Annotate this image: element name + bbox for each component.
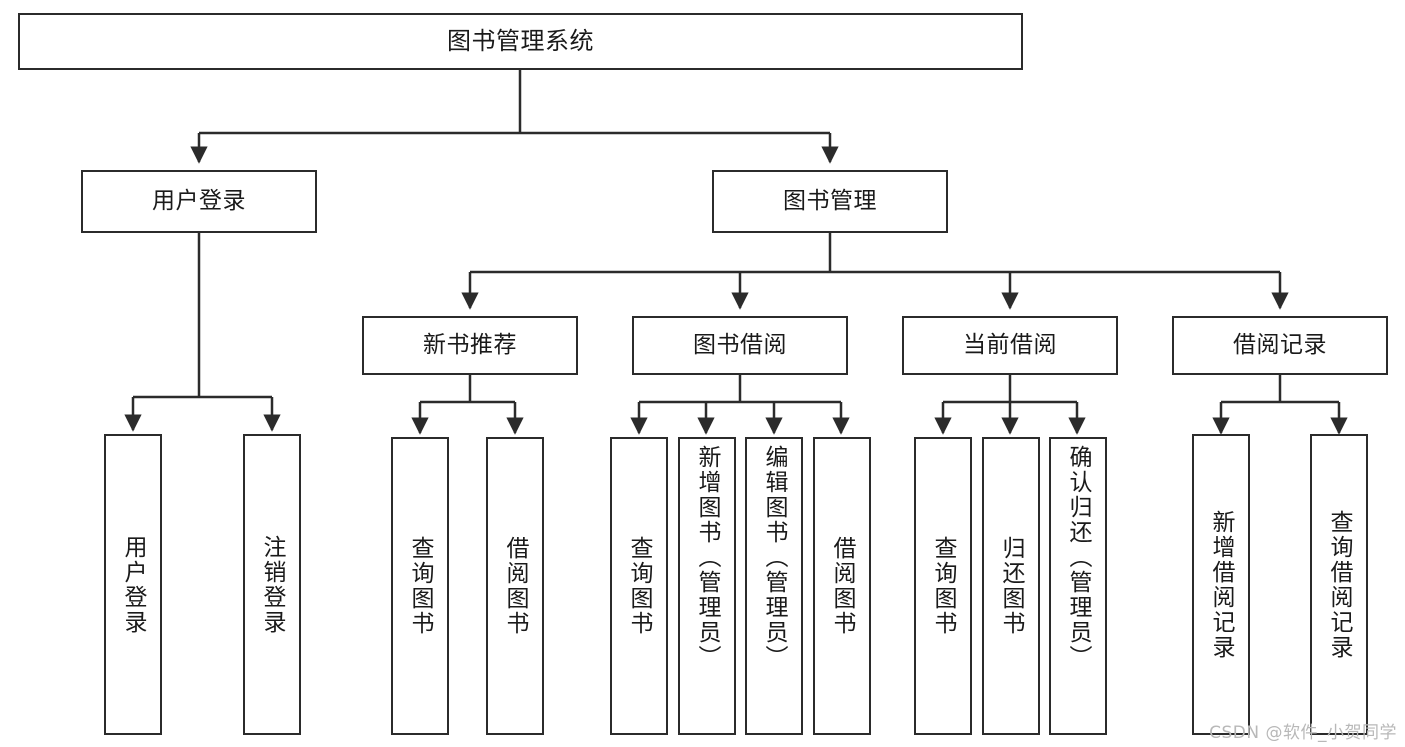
node-book-borrow[interactable]: 图书借阅: [632, 316, 848, 375]
node-label: 图书管理系统: [447, 27, 594, 56]
node-borrow-record[interactable]: 借阅记录: [1172, 316, 1388, 375]
node-label: 图书管理: [783, 187, 877, 214]
node-label: 当前借阅: [963, 331, 1057, 358]
node-label: 查询图书: [407, 536, 434, 636]
node-label: 图书借阅: [693, 331, 787, 358]
node-leaf-add-record[interactable]: 新增借阅记录: [1192, 434, 1250, 735]
node-leaf-user-login[interactable]: 用户登录: [104, 434, 162, 735]
node-label: 查询图书: [930, 536, 957, 636]
node-label: 新书推荐: [423, 331, 517, 358]
node-leaf-confirm-return[interactable]: 确认归还（管理员）: [1049, 437, 1107, 735]
node-label: 借阅图书: [502, 536, 529, 636]
node-label: 用户登录: [152, 187, 246, 214]
node-label: 新增借阅记录: [1208, 509, 1235, 660]
node-label: 归还图书: [998, 536, 1025, 636]
node-leaf-borrow-book-1[interactable]: 借阅图书: [486, 437, 544, 735]
node-label: 查询图书: [626, 536, 653, 636]
node-leaf-query-book-3[interactable]: 查询图书: [914, 437, 972, 735]
node-book-management[interactable]: 图书管理: [712, 170, 948, 233]
node-leaf-query-record[interactable]: 查询借阅记录: [1310, 434, 1368, 735]
node-leaf-add-book[interactable]: 新增图书（管理员）: [678, 437, 736, 735]
node-label: 借阅记录: [1233, 331, 1327, 358]
node-leaf-logout-login[interactable]: 注销登录: [243, 434, 301, 735]
node-label: 借阅图书: [829, 536, 856, 636]
node-leaf-borrow-book-2[interactable]: 借阅图书: [813, 437, 871, 735]
node-leaf-edit-book[interactable]: 编辑图书（管理员）: [745, 437, 803, 735]
node-root-system[interactable]: 图书管理系统: [18, 13, 1023, 70]
node-user-login[interactable]: 用户登录: [81, 170, 317, 233]
node-label: 编辑图书（管理员）: [761, 445, 788, 670]
node-new-book-recommend[interactable]: 新书推荐: [362, 316, 578, 375]
node-label: 查询借阅记录: [1326, 509, 1353, 660]
node-leaf-return-book[interactable]: 归还图书: [982, 437, 1040, 735]
node-current-borrow[interactable]: 当前借阅: [902, 316, 1118, 375]
node-label: 注销登录: [259, 534, 286, 635]
node-label: 用户登录: [120, 534, 147, 635]
node-leaf-query-book-1[interactable]: 查询图书: [391, 437, 449, 735]
node-leaf-query-book-2[interactable]: 查询图书: [610, 437, 668, 735]
node-label: 新增图书（管理员）: [694, 445, 721, 670]
csdn-watermark: CSDN @软件_小贺同学: [1209, 723, 1397, 743]
node-label: 确认归还（管理员）: [1065, 445, 1092, 670]
